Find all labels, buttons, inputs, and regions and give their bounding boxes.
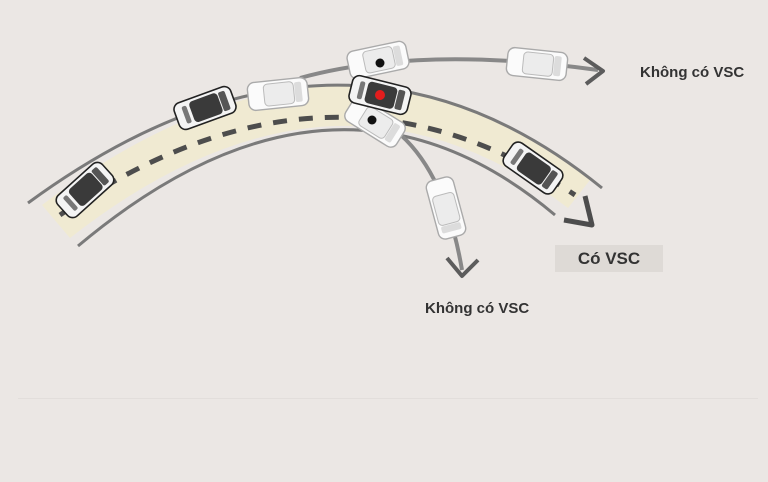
road-edge-inner — [77, 128, 556, 248]
arrow-vsc-icon — [563, 195, 595, 228]
marker-red — [375, 90, 385, 100]
marker-black — [367, 115, 377, 125]
arrow-right-icon — [582, 56, 605, 86]
car-icon — [246, 76, 310, 112]
arrow-down-icon — [445, 256, 480, 278]
car-icon — [505, 46, 569, 82]
label-without-vsc-top: Không có VSC — [640, 64, 745, 81]
label-without-vsc-bottom: Không có VSC — [425, 300, 530, 317]
divider — [18, 398, 758, 399]
car-icon — [424, 174, 468, 242]
road-edge-outer — [27, 83, 603, 205]
marker-black — [375, 58, 385, 68]
label-with-vsc: Có VSC — [555, 245, 663, 272]
